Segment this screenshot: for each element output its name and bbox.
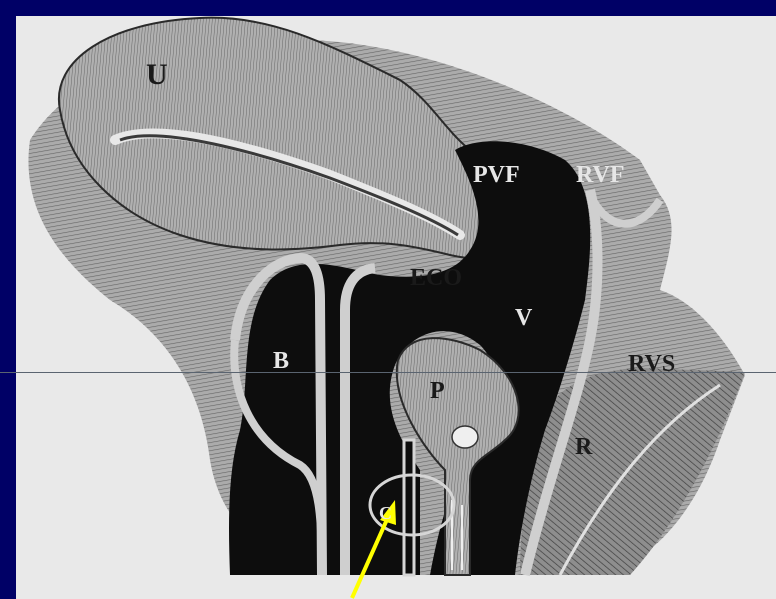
label-rvs: RVS [628, 352, 675, 376]
label-uterus: U [146, 63, 168, 87]
pessary-hole [452, 426, 478, 448]
catheter-tube [404, 440, 414, 575]
label-r: R [575, 435, 592, 459]
label-v: V [515, 306, 532, 330]
label-eco: ECO [410, 266, 462, 290]
label-b: B [273, 349, 289, 373]
label-c: C [379, 501, 392, 525]
label-pvf: PVF [473, 163, 520, 187]
label-rvf: RVF [576, 163, 624, 187]
label-p: P [430, 379, 445, 403]
